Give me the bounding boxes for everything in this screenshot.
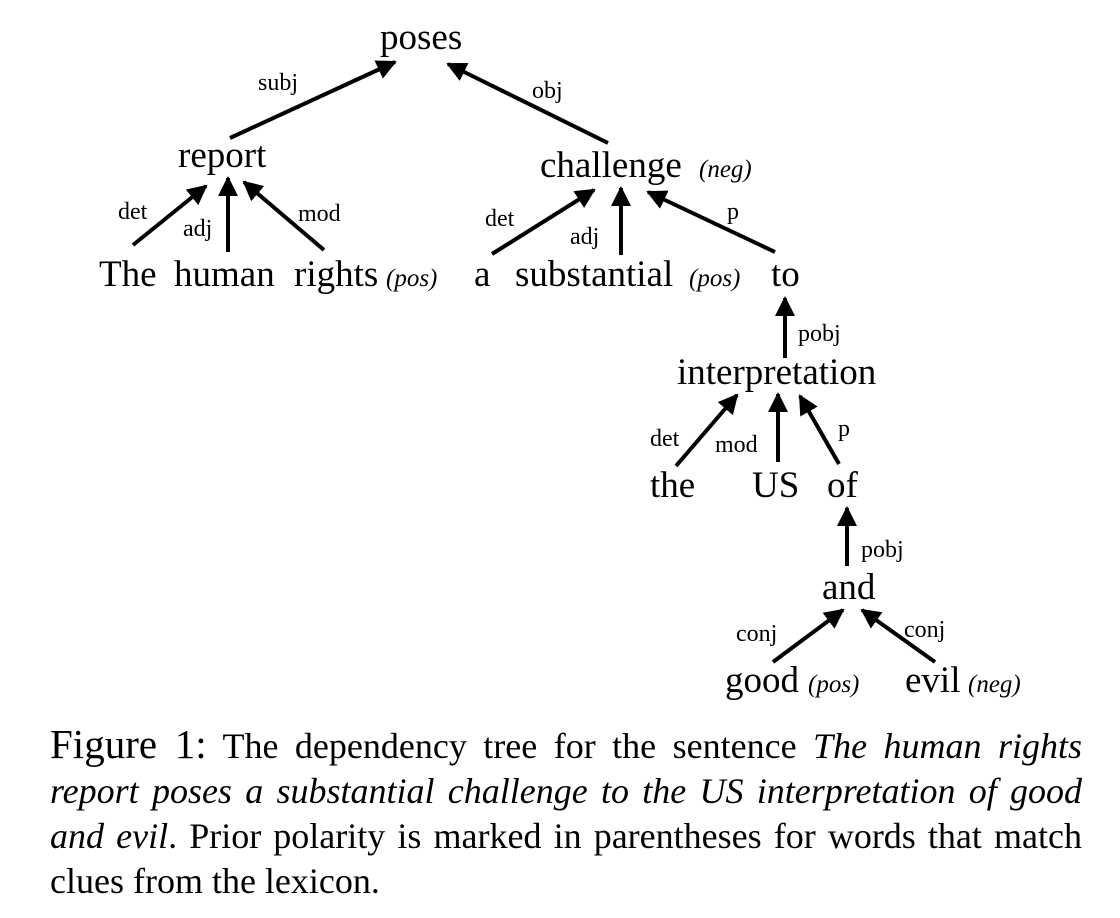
polarity-substantial: (pos)	[689, 265, 740, 292]
polarity-rights: (pos)	[386, 265, 437, 292]
node-of: of	[827, 465, 859, 506]
label-subj: subj	[258, 70, 298, 96]
label-mod-rights: mod	[298, 201, 341, 227]
node-the-capital: The	[99, 254, 157, 295]
node-human: human	[174, 254, 275, 295]
node-good: good	[725, 660, 800, 701]
label-det-a: det	[485, 206, 515, 232]
tree-edges	[131, 60, 937, 664]
node-interpretation: interpretation	[677, 352, 876, 393]
edge-of-interpretation	[798, 394, 841, 465]
figure-label: Figure 1:	[50, 721, 207, 767]
label-p-to: p	[727, 199, 739, 225]
node-challenge: challenge	[540, 145, 682, 186]
label-adj-human: adj	[183, 216, 212, 242]
caption-sentence: The human rights report poses a substant…	[50, 726, 1083, 856]
node-and: and	[822, 567, 876, 608]
label-pobj-and: pobj	[861, 537, 904, 563]
label-pobj-interpretation: pobj	[798, 321, 841, 347]
caption-text-start: The dependency tree for the sentence	[222, 726, 797, 766]
node-evil: evil	[905, 660, 960, 701]
node-us: US	[752, 465, 799, 506]
caption-text-end: . Prior polarity is marked in parenthese…	[50, 816, 1082, 901]
node-rights: rights	[294, 254, 378, 295]
node-substantial: substantial	[515, 254, 673, 295]
label-conj-evil: conj	[904, 617, 945, 643]
label-adj-substantial: adj	[570, 224, 599, 250]
polarity-evil: (neg)	[968, 671, 1021, 698]
edge-to-challenge	[646, 190, 776, 254]
node-a: a	[474, 254, 490, 295]
label-p-of: p	[838, 416, 850, 442]
node-poses: poses	[380, 17, 462, 58]
label-obj: obj	[532, 78, 563, 104]
node-the-lower: the	[650, 465, 695, 506]
polarity-good: (pos)	[808, 671, 859, 698]
node-to: to	[771, 254, 800, 295]
edge-labels: subj obj det adj mod det adj p pobj det …	[118, 70, 945, 647]
edge-a-challenge	[490, 188, 596, 256]
label-mod-us: mod	[715, 432, 758, 458]
label-conj-good: conj	[736, 621, 777, 647]
edge-the-report	[131, 184, 208, 247]
label-det-the: det	[118, 199, 148, 225]
edge-challenge-poses	[446, 62, 609, 145]
edge-evil-and	[860, 608, 937, 664]
edge-the-interpretation	[674, 393, 739, 468]
edge-report-poses	[229, 60, 397, 140]
label-det-the-lower: det	[650, 426, 680, 452]
tree-nodes: poses report challenge (neg) The human r…	[99, 17, 1021, 701]
figure-caption: Figure 1: The dependency tree for the se…	[50, 722, 1082, 904]
edge-good-and	[771, 608, 845, 664]
node-report: report	[178, 135, 267, 176]
dependency-tree-diagram: subj obj det adj mod det adj p pobj det …	[99, 17, 1021, 701]
polarity-challenge: (neg)	[699, 156, 752, 183]
edge-rights-report	[242, 180, 326, 252]
